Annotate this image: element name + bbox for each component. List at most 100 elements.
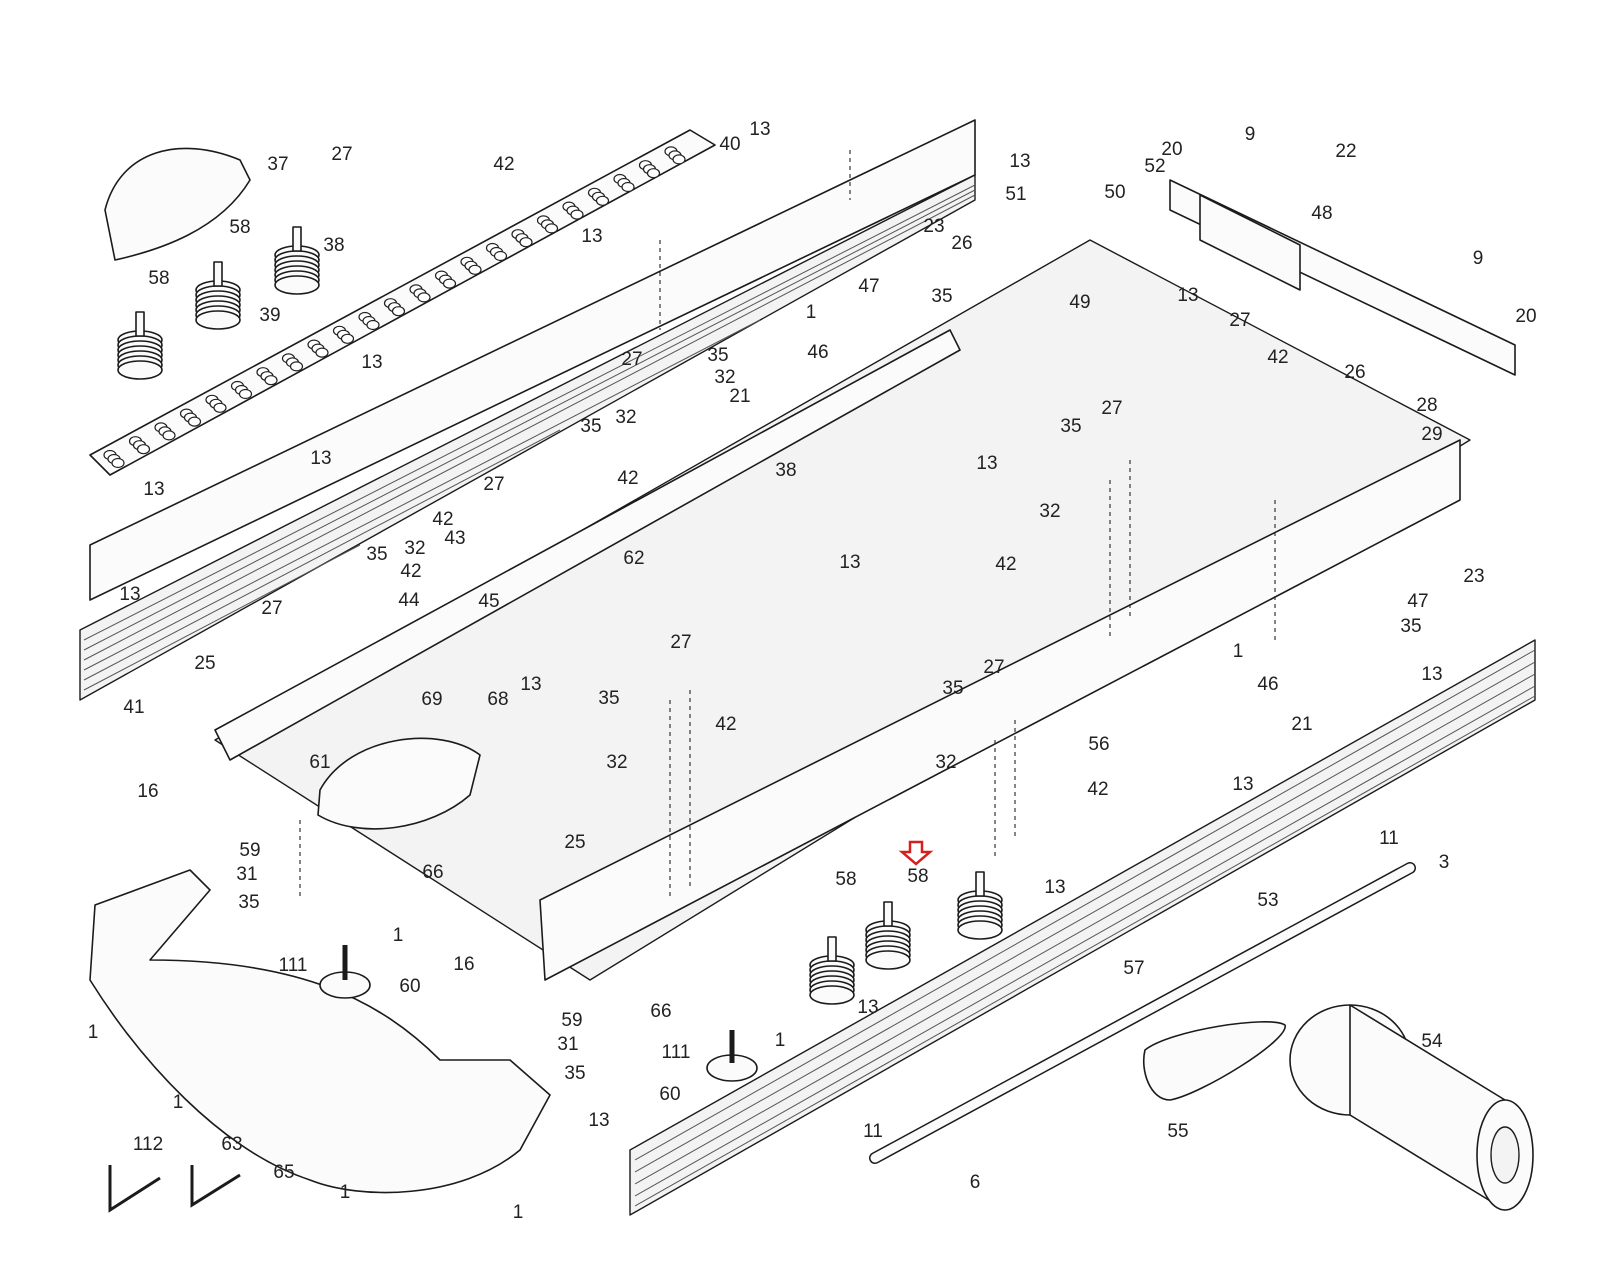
callout-27: 27: [1101, 398, 1122, 419]
isolator: [809, 936, 855, 1005]
callout-112: 112: [133, 1134, 163, 1155]
callout-69: 69: [421, 689, 442, 710]
callout-66: 66: [650, 1001, 671, 1022]
callout-9: 9: [1245, 124, 1256, 145]
rear-cap: [317, 737, 481, 830]
callout-35: 35: [238, 892, 259, 913]
callout-13: 13: [119, 584, 140, 605]
callout-25: 25: [564, 832, 585, 853]
pad-hole: [646, 168, 661, 179]
pad-hole: [264, 375, 278, 386]
callout-13: 13: [1232, 774, 1253, 795]
pad-hole: [340, 333, 355, 344]
callout-13: 13: [1177, 285, 1198, 306]
pad-hole: [672, 154, 686, 165]
callout-13: 13: [857, 997, 878, 1018]
callout-44: 44: [398, 590, 420, 611]
callout-13: 13: [1044, 877, 1065, 898]
callout-61: 61: [309, 752, 330, 773]
isolator: [865, 901, 911, 970]
callout-50: 50: [1104, 182, 1125, 203]
callout-27: 27: [483, 474, 504, 495]
pad-hole: [238, 388, 253, 400]
callout-68: 68: [487, 689, 508, 710]
callout-22: 22: [1335, 141, 1356, 162]
callout-35: 35: [366, 544, 387, 565]
rear-axle: [869, 862, 1416, 1164]
callout-35: 35: [1060, 416, 1081, 437]
pad-hole: [493, 250, 508, 262]
callout-13: 13: [310, 448, 331, 469]
pad-hole: [468, 264, 482, 275]
callout-42: 42: [1087, 779, 1108, 800]
callout-1: 1: [340, 1182, 351, 1203]
pad-hole: [391, 306, 406, 317]
callout-13: 13: [1009, 151, 1030, 172]
callout-27: 27: [331, 144, 352, 165]
callout-38: 38: [323, 235, 344, 256]
upright-crossbar: [1169, 179, 1516, 376]
callout-3: 3: [1439, 852, 1450, 873]
callout-38: 38: [775, 460, 796, 481]
pad-hole: [136, 444, 151, 455]
callout-13: 13: [361, 352, 382, 373]
callout-43: 43: [444, 528, 465, 549]
callout-1: 1: [1233, 641, 1244, 662]
callout-35: 35: [1400, 616, 1421, 637]
callout-23: 23: [1463, 566, 1484, 587]
callout-35: 35: [707, 345, 728, 366]
callout-59: 59: [239, 840, 260, 861]
callout-16: 16: [137, 781, 158, 802]
callout-47: 47: [858, 276, 879, 297]
highlight-arrow-icon: [898, 840, 934, 866]
callout-23: 23: [923, 216, 944, 237]
pad-hole: [595, 195, 610, 206]
callout-25: 25: [194, 653, 215, 674]
callout-1: 1: [393, 925, 404, 946]
callout-26: 26: [1344, 362, 1365, 383]
callout-35: 35: [598, 688, 619, 709]
callout-60: 60: [399, 976, 420, 997]
callout-39: 39: [259, 305, 280, 326]
callout-13: 13: [839, 552, 860, 573]
hood: [104, 147, 251, 261]
callout-49: 49: [1069, 292, 1090, 313]
callout-20: 20: [1515, 306, 1536, 327]
callout-52: 52: [1144, 156, 1165, 177]
callout-1: 1: [88, 1022, 99, 1043]
pad-hole: [519, 237, 533, 248]
callout-48: 48: [1311, 203, 1332, 224]
callout-1: 1: [513, 1202, 524, 1223]
callout-51: 51: [1005, 184, 1026, 205]
callout-29: 29: [1421, 424, 1442, 445]
isolator: [274, 226, 320, 295]
callout-46: 46: [807, 342, 828, 363]
callout-11: 11: [863, 1121, 883, 1142]
callout-42: 42: [995, 554, 1016, 575]
assembly-guides: [299, 150, 1276, 900]
callout-32: 32: [714, 367, 735, 388]
callout-13: 13: [976, 453, 997, 474]
pad-hole: [289, 361, 304, 372]
isolator: [957, 871, 1003, 940]
callout-21: 21: [729, 386, 750, 407]
pad-hole: [111, 457, 125, 469]
callout-60: 60: [659, 1084, 680, 1105]
callout-63: 63: [221, 1134, 242, 1155]
treadmill-frame: [214, 239, 1471, 981]
callout-42: 42: [617, 468, 638, 489]
callout-62: 62: [623, 548, 644, 569]
callout-27: 27: [261, 598, 282, 619]
pad-hole: [544, 223, 559, 234]
callout-27: 27: [670, 632, 691, 653]
callout-58: 58: [907, 866, 928, 887]
pad-hole: [315, 347, 329, 358]
callout-32: 32: [404, 538, 425, 559]
pad-hole: [442, 278, 457, 289]
left-footrail-pad: [89, 129, 716, 476]
callout-46: 46: [1257, 674, 1278, 695]
callout-27: 27: [621, 349, 642, 370]
callout-58: 58: [835, 869, 856, 890]
